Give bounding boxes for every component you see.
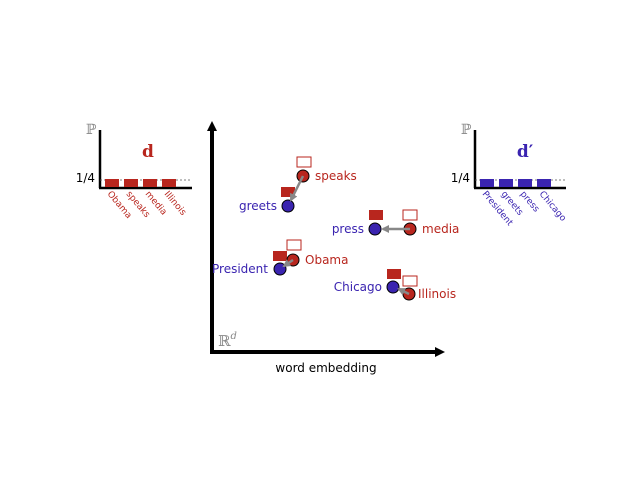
source-weight-marker <box>286 239 302 251</box>
left-hist-bar-media <box>143 179 157 187</box>
transport-arrow <box>397 287 410 296</box>
embedding-pair: media press <box>332 209 459 236</box>
source-word: Illinois <box>418 287 456 301</box>
right-hist-tick-label: 1/4 <box>451 171 470 185</box>
transport-arrow <box>289 175 305 202</box>
target-word: President <box>212 262 268 276</box>
source-word: media <box>422 222 459 236</box>
target-word: greets <box>239 199 277 213</box>
left-hist-bar-speaks <box>124 179 138 187</box>
source-weight-marker <box>402 275 418 287</box>
right-hist-bar-president <box>480 179 494 187</box>
target-weight-marker <box>281 187 295 197</box>
embedding-pair: Obama President <box>212 239 348 276</box>
target-word: Chicago <box>334 280 382 294</box>
left-hist-bar-illinois <box>162 179 176 187</box>
source-weight-marker <box>296 156 312 168</box>
target-point <box>386 280 400 294</box>
target-point <box>281 199 295 213</box>
right-hist-word-label: Chicago <box>537 190 568 225</box>
left-hist-title: d <box>142 142 154 162</box>
target-point <box>368 222 382 236</box>
embedding-x-axis-label: word embedding <box>275 361 376 375</box>
transport-arrow <box>282 258 294 268</box>
left-hist-axis-label: ℙ <box>86 122 97 138</box>
source-word: Obama <box>305 253 348 267</box>
left-hist-word-label: Illinois <box>162 190 188 219</box>
right-hist-title: d′ <box>517 142 534 162</box>
right-hist-bar-greets <box>499 179 513 187</box>
source-word: speaks <box>315 169 357 183</box>
left-hist-bar-obama <box>105 179 119 187</box>
target-weight-marker <box>387 269 401 279</box>
target-weight-marker <box>369 210 383 220</box>
right-hist-bar-press <box>518 179 532 187</box>
left-hist-tick-label: 1/4 <box>76 171 95 185</box>
embedding-plot: ℝd word embedding speaks greets Obama Pr… <box>207 121 459 375</box>
right-hist-axis-label: ℙ <box>461 122 472 138</box>
source-weight-marker <box>402 209 418 221</box>
target-word: press <box>332 222 364 236</box>
right-hist-bar-chicago <box>537 179 551 187</box>
embedding-pair: Illinois Chicago <box>334 269 456 301</box>
target-weight-marker <box>273 251 287 261</box>
embedding-space-label: ℝd <box>218 331 237 350</box>
embedding-pair: speaks greets <box>239 156 357 213</box>
